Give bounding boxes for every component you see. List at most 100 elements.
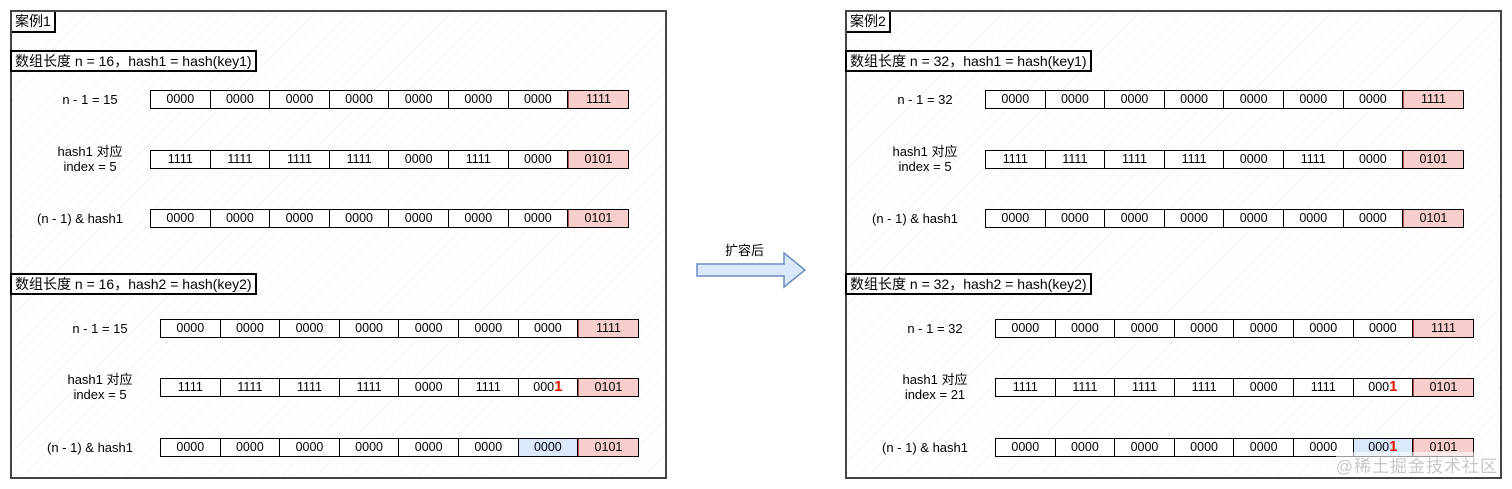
bit-cell: 1111 <box>1055 379 1116 396</box>
bit-cell: 0000 <box>1055 320 1116 337</box>
case2-b-row2: 1111 1111 1111 1111 0000 1111 0001 0101 <box>995 378 1474 397</box>
case1-a-row3-label: (n - 1) & hash1 <box>37 211 123 226</box>
bit-cell: 0000 <box>1343 91 1404 108</box>
bit-cell: 0000 <box>1234 439 1294 456</box>
bit-cell-low: 0101 <box>1403 210 1463 227</box>
case1-b-row2-label: hash1 对应 index = 5 <box>67 372 133 402</box>
bit-cell-low: 0101 <box>1403 151 1463 168</box>
bit-cell: 0000 <box>996 320 1056 337</box>
bit-prefix: 000 <box>1368 380 1390 394</box>
bit-cell: 0000 <box>389 151 449 168</box>
bit-cell-changed: 0001 <box>1353 379 1414 396</box>
case1-panel: 案例1 <box>10 10 667 479</box>
bit-cell: 1111 <box>210 151 271 168</box>
bit-cell: 0000 <box>161 320 221 337</box>
case2-b-row3: 0000 0000 0000 0000 0000 0000 0001 0101 <box>995 438 1474 457</box>
bit-cell: 0000 <box>1283 91 1344 108</box>
bit-cell: 0000 <box>280 320 340 337</box>
bit-cell-low: 1111 <box>568 91 628 108</box>
bit-cell: 0000 <box>448 91 509 108</box>
bit-cell: 0000 <box>339 439 400 456</box>
bit-cell: 1111 <box>270 151 330 168</box>
arrow-label: 扩容后 <box>725 243 765 258</box>
bit-cell: 1111 <box>339 379 400 396</box>
bit-cell: 1111 <box>1115 379 1175 396</box>
case2-a-row3-label: (n - 1) & hash1 <box>872 211 958 226</box>
bit-cell: 0000 <box>270 91 330 108</box>
case2-a-row3: 0000 0000 0000 0000 0000 0000 0000 0101 <box>985 209 1464 228</box>
bit-cell-low: 1111 <box>1413 320 1473 337</box>
bit-cell: 0000 <box>508 210 569 227</box>
case2-b-row3-label: (n - 1) & hash1 <box>882 440 968 455</box>
case2-a-row2-label: hash1 对应 index = 5 <box>892 144 958 174</box>
bit-cell: 0000 <box>518 320 579 337</box>
case2-title: 案例2 <box>847 12 891 33</box>
bit-cell: 0000 <box>399 439 459 456</box>
bit-cell: 0000 <box>389 91 449 108</box>
bit-cell: 1111 <box>1174 379 1235 396</box>
case1-sectionA-title: 数组长度 n = 16，hash1 = hash(key1) <box>10 50 257 72</box>
case1-a-row2: 1111 1111 1111 1111 0000 1111 0000 0101 <box>150 150 629 169</box>
bit-cell-low: 0101 <box>1413 379 1473 396</box>
case2-sectionB-title: 数组长度 n = 32，hash2 = hash(key2) <box>845 273 1092 295</box>
case1-a-row1: 0000 0000 0000 0000 0000 0000 0000 1111 <box>150 90 629 109</box>
bit-cell: 1111 <box>1045 151 1106 168</box>
case1-a-row3: 0000 0000 0000 0000 0000 0000 0000 0101 <box>150 209 629 228</box>
bit-cell: 1111 <box>448 151 509 168</box>
bit-cell: 0000 <box>210 91 271 108</box>
bit-cell: 0000 <box>161 439 221 456</box>
bit-cell: 0000 <box>508 151 569 168</box>
bit-cell: 1111 <box>458 379 519 396</box>
case1-b-row1-label: n - 1 = 15 <box>72 321 128 336</box>
bit-cell: 0000 <box>1224 151 1284 168</box>
bit-cell-low: 0101 <box>568 151 628 168</box>
highlight-bit: 1 <box>554 378 563 395</box>
case1-b-row2: 1111 1111 1111 1111 0000 1111 0001 0101 <box>160 378 639 397</box>
case2-b-row2-label: hash1 对应 index = 21 <box>902 372 968 402</box>
bit-cell: 0000 <box>220 439 281 456</box>
bit-cell: 0000 <box>1115 320 1175 337</box>
bit-cell: 1111 <box>220 379 281 396</box>
case1-a-row1-label: n - 1 = 15 <box>62 92 118 107</box>
case2-a-row1: 0000 0000 0000 0000 0000 0000 0000 1111 <box>985 90 1464 109</box>
bit-cell: 0000 <box>1105 91 1165 108</box>
bit-cell: 0000 <box>986 210 1046 227</box>
bit-cell-changed: 0001 <box>518 378 579 396</box>
bit-cell: 0000 <box>220 320 281 337</box>
bit-cell: 1111 <box>1293 379 1354 396</box>
bit-cell: 0000 <box>1343 151 1404 168</box>
bit-cell-low: 0101 <box>578 379 638 396</box>
bit-cell-low: 0101 <box>1413 439 1473 456</box>
case1-title: 案例1 <box>12 12 56 33</box>
bit-cell-low: 1111 <box>1403 91 1463 108</box>
bit-cell-low: 1111 <box>578 320 638 337</box>
bit-cell: 1111 <box>329 151 390 168</box>
bit-cell: 0000 <box>508 91 569 108</box>
bit-cell: 0000 <box>280 439 340 456</box>
bit-cell: 0000 <box>1164 91 1225 108</box>
bit-cell: 0000 <box>1174 320 1235 337</box>
bit-cell: 0000 <box>1353 320 1414 337</box>
bit-cell: 0000 <box>986 91 1046 108</box>
bit-cell: 0000 <box>1224 91 1284 108</box>
case2-a-row2: 1111 1111 1111 1111 0000 1111 0000 0101 <box>985 150 1464 169</box>
case1-b-row3: 0000 0000 0000 0000 0000 0000 0000 0101 <box>160 438 639 457</box>
highlight-bit: 1 <box>1389 438 1398 455</box>
bit-cell: 0000 <box>210 210 271 227</box>
bit-cell-low: 0101 <box>578 439 638 456</box>
bit-cell: 0000 <box>1224 210 1284 227</box>
bit-cell: 1111 <box>161 379 221 396</box>
bit-cell: 0000 <box>1343 210 1404 227</box>
bit-prefix: 000 <box>533 380 555 394</box>
case2-b-row1: 0000 0000 0000 0000 0000 0000 0000 1111 <box>995 319 1474 338</box>
bit-cell: 0000 <box>339 320 400 337</box>
bit-cell-low: 0101 <box>568 210 628 227</box>
bit-cell: 0000 <box>389 210 449 227</box>
bit-cell-changed: 0000 <box>518 439 579 456</box>
bit-cell: 1111 <box>1164 151 1225 168</box>
bit-cell: 0000 <box>1105 210 1165 227</box>
case2-sectionA-title: 数组长度 n = 32，hash1 = hash(key1) <box>845 50 1092 72</box>
bit-cell: 0000 <box>1164 210 1225 227</box>
bit-prefix: 000 <box>1368 440 1390 454</box>
bit-cell: 0000 <box>1234 320 1294 337</box>
